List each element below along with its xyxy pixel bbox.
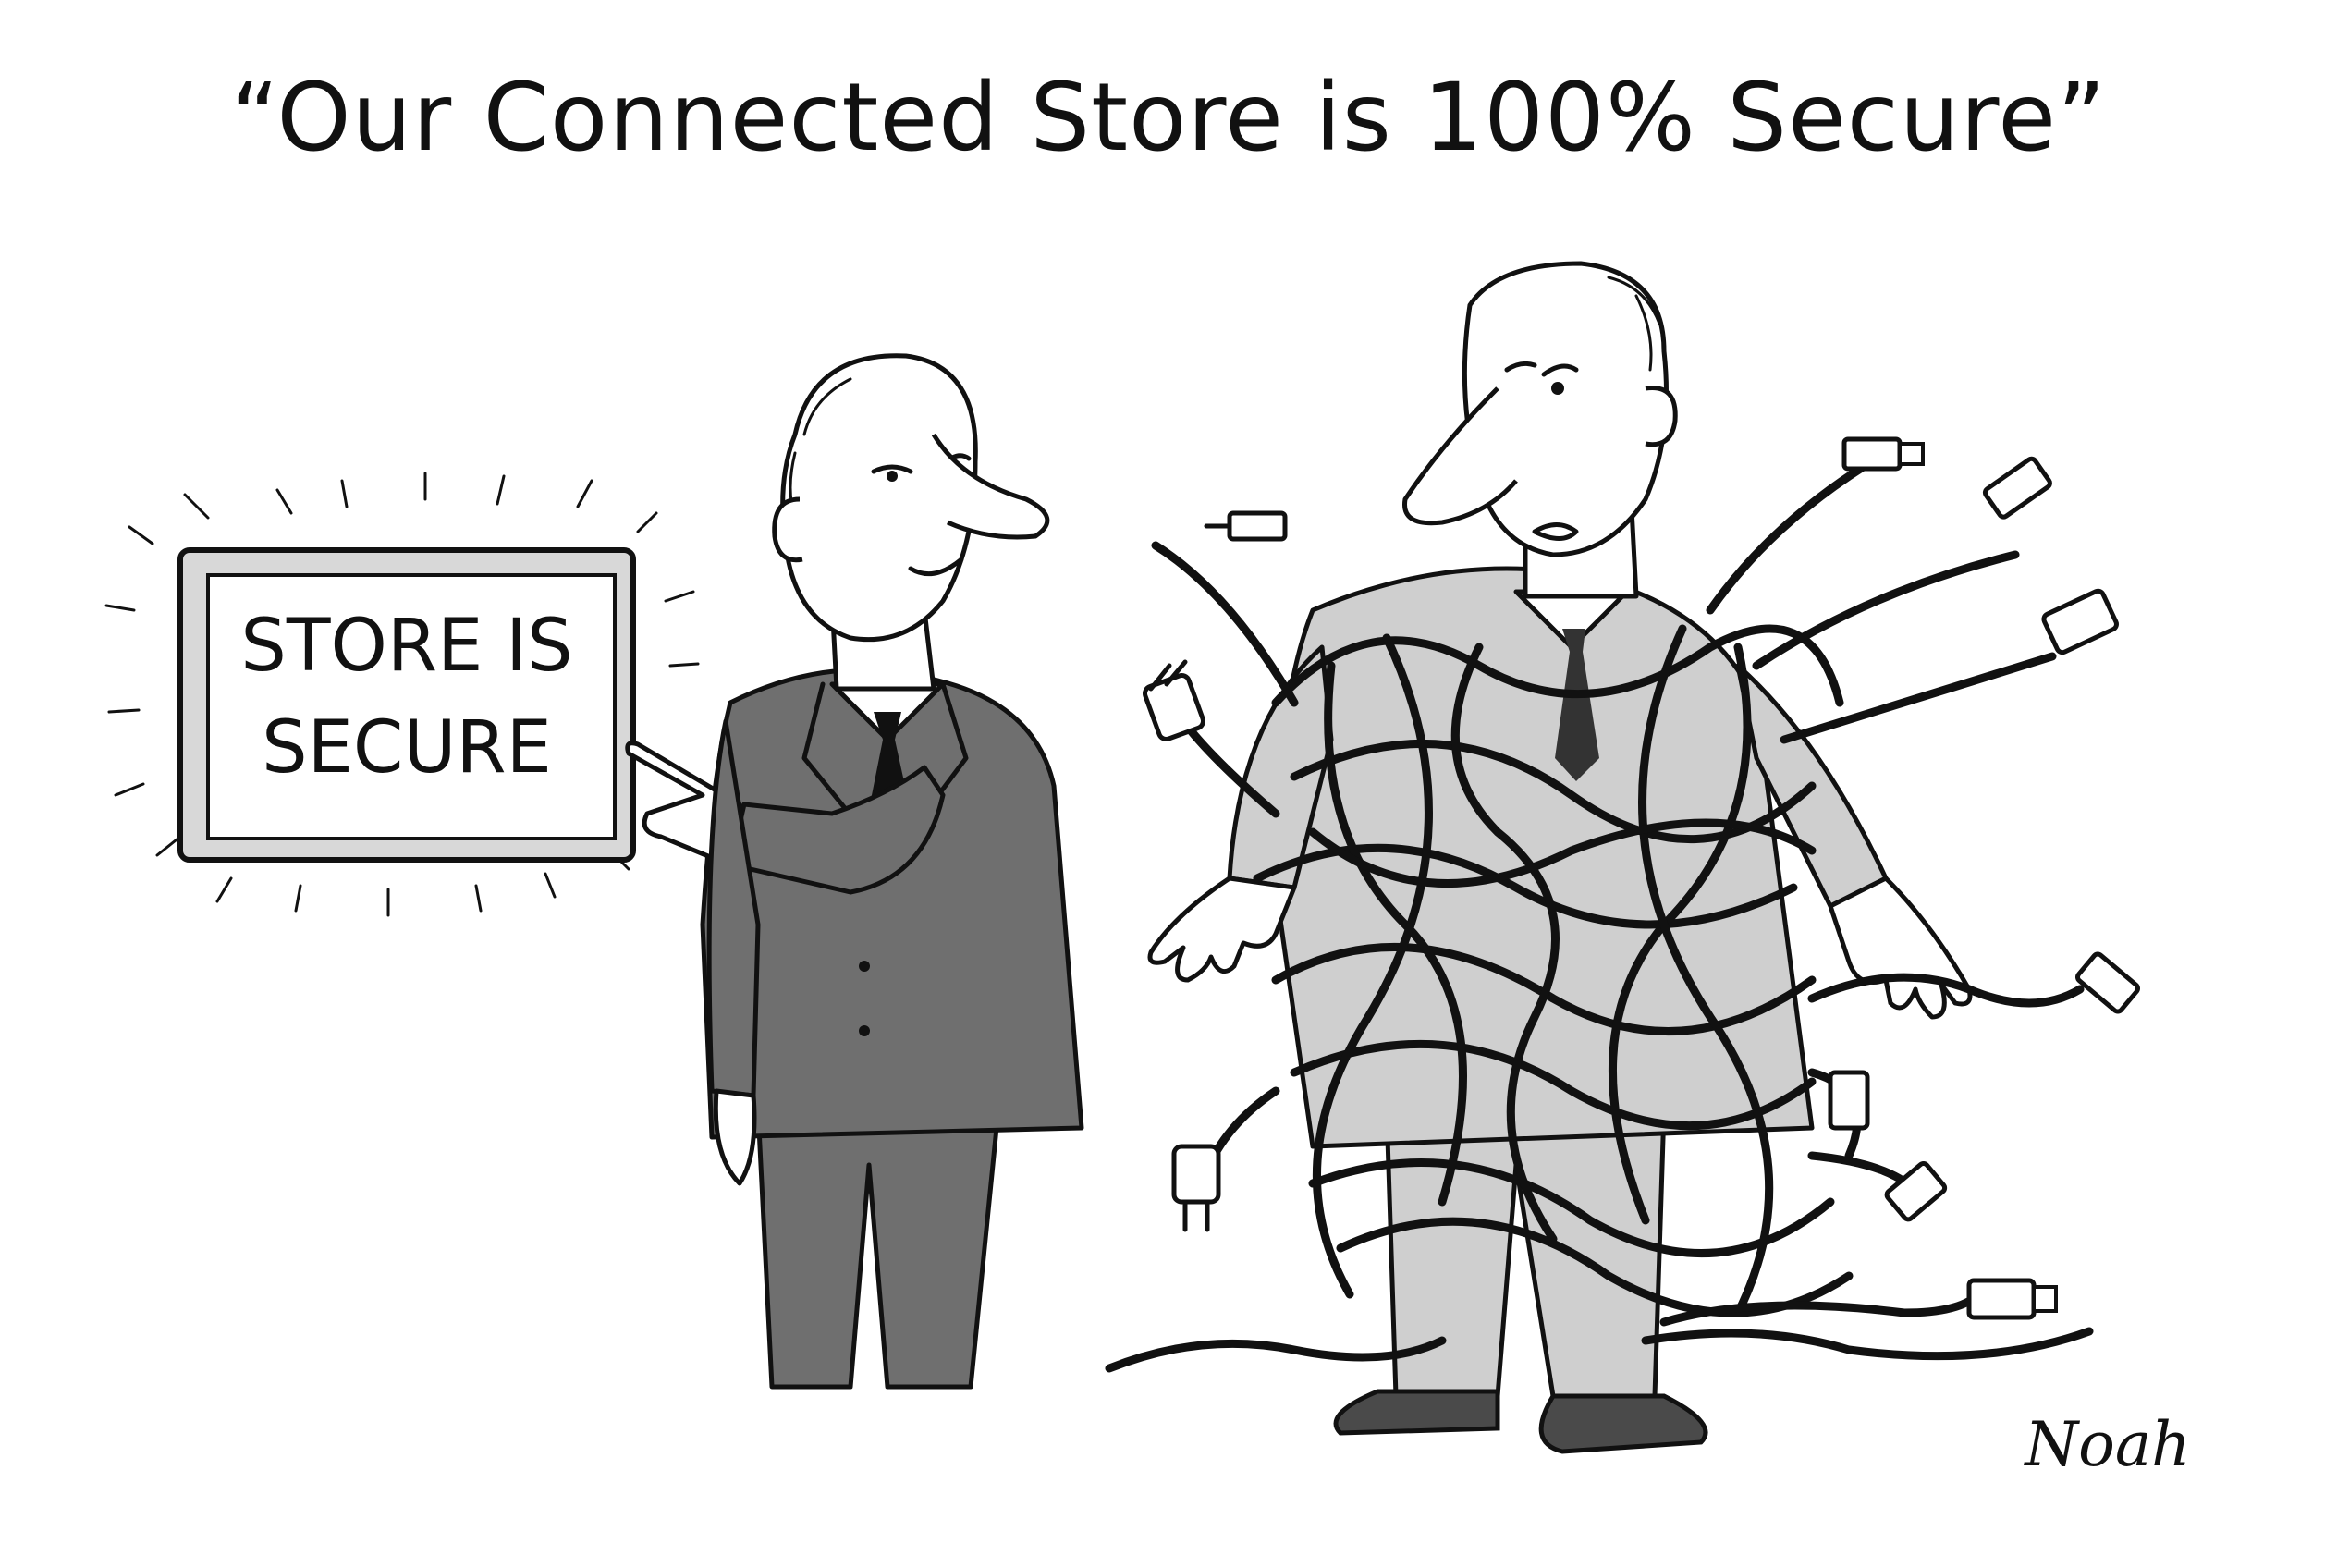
usb-connector-icon [1884,1160,1948,1222]
secure-sign: STORE IS SECURE [177,547,636,863]
power-plug-icon [1171,1144,1221,1232]
artist-signature: Noah [2023,1409,2190,1480]
usb-connector-icon [1828,1070,1870,1131]
hdmi-connector-icon [2041,588,2119,655]
sign-line-2: SECURE [262,706,552,790]
power-plug-icon [1143,659,1205,741]
sign-glow-rays [104,472,700,917]
sign-line-1: STORE IS [240,605,572,688]
usb-connector-icon [2074,951,2141,1014]
tangled-figure [1147,261,1973,1454]
presenter-figure [625,353,1084,1390]
cartoon-caption: “Our Connected Store is 100% Secure” [230,63,2107,173]
audio-jack-icon [1204,510,1288,542]
usb-connector-icon [1841,436,1925,472]
usb-connector-icon [1966,1278,2058,1320]
tangled-cables [1105,448,2094,1373]
usb-connector-icon [1982,456,2052,520]
